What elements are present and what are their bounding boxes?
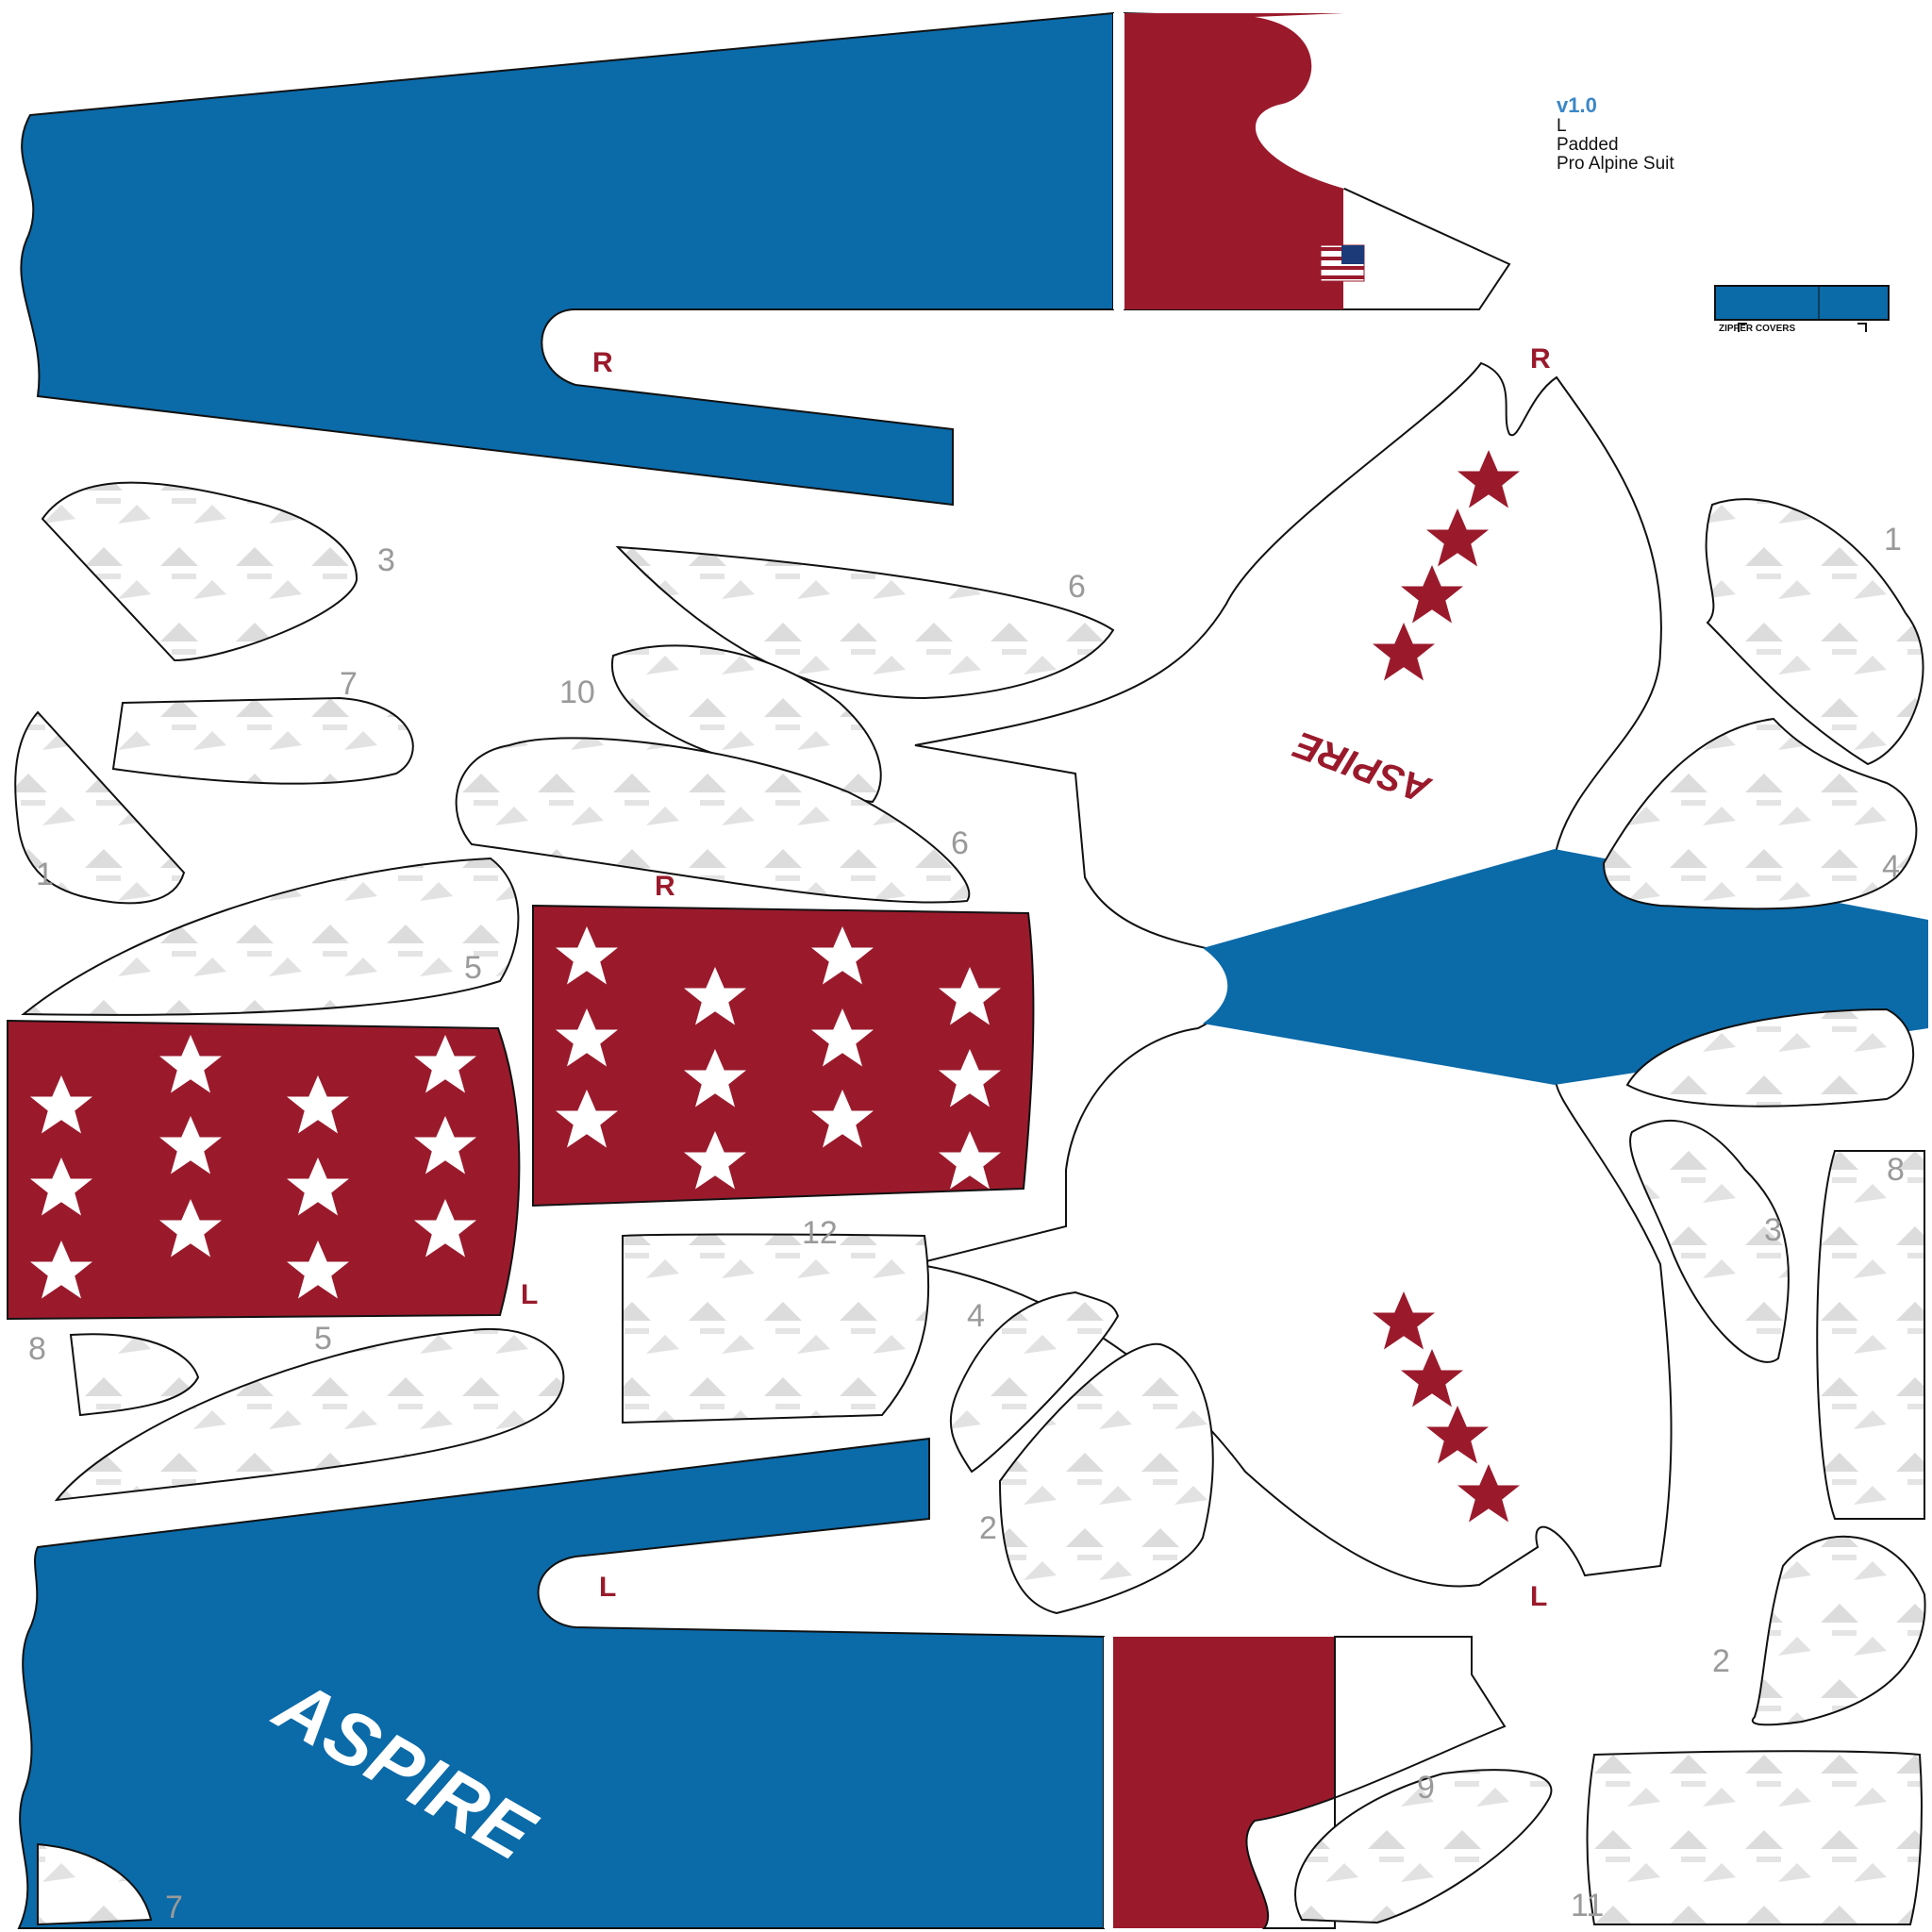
side-mark-stars-right: R [655, 871, 675, 902]
panel-9 [1294, 1769, 1553, 1924]
size-label: L [1557, 116, 1567, 136]
version-label: v1.0 [1557, 93, 1597, 117]
panel-number: 4 [1882, 849, 1900, 885]
star-panel-right [532, 904, 1035, 1208]
side-mark-sleeve-left: L [599, 1572, 617, 1603]
us-flag-icon [1320, 244, 1365, 282]
star-panel-left [7, 1019, 521, 1321]
panel-number: 8 [28, 1331, 46, 1367]
panel-number: 3 [1764, 1212, 1782, 1248]
zipper-covers-label: ZIPPER COVERS [1719, 324, 1796, 334]
side-mark-torso-left: L [1530, 1581, 1548, 1612]
panel-4-right [1602, 717, 1918, 910]
panel-zipper-right [1816, 1150, 1925, 1520]
panel-1-right [1705, 498, 1924, 766]
panel-number: 8 [1887, 1152, 1905, 1188]
panel-8-right [1625, 1008, 1915, 1108]
panel-7-top [111, 696, 414, 785]
panel-number: 10 [559, 675, 595, 710]
panel-5-bottom [54, 1327, 565, 1502]
panel-number: 12 [802, 1215, 838, 1251]
panel-number: 3 [377, 542, 395, 578]
panel-number: 5 [314, 1321, 332, 1357]
panel-number: 1 [36, 857, 54, 892]
padding-label: Padded [1557, 135, 1619, 155]
right-sleeve-panel [20, 11, 1114, 507]
side-mark-sleeve-right: R [592, 347, 613, 378]
panel-1-left [14, 710, 186, 905]
panel-number: 9 [1417, 1770, 1435, 1806]
side-mark-stars-left: L [521, 1279, 539, 1310]
left-sleeve-panel [17, 1437, 1105, 1929]
panel-11 [1586, 1750, 1923, 1925]
panel-6-mid [455, 737, 971, 904]
panel-number: 4 [967, 1298, 985, 1334]
panel-number: 1 [1884, 522, 1902, 558]
side-mark-torso-right: R [1530, 343, 1551, 375]
panel-5-top [21, 857, 520, 1016]
zipper-cover-strip [1714, 285, 1890, 321]
panel-2-center [998, 1342, 1214, 1615]
zipper-arrow-icon [1738, 323, 1867, 332]
panel-10 [610, 644, 882, 804]
product-label: Pro Alpine Suit [1557, 154, 1674, 174]
panel-number: 2 [979, 1510, 997, 1546]
panel-number: 11 [1571, 1888, 1605, 1924]
panel-number: 5 [464, 950, 482, 986]
panel-4-center [949, 1291, 1120, 1474]
panel-number: 2 [1712, 1643, 1730, 1679]
spec-info-block: v1.0 L Padded Pro Alpine Suit [1557, 94, 1674, 174]
panel-number: 7 [340, 666, 358, 702]
panel-2-right [1751, 1535, 1926, 1726]
panel-3-right [1629, 1119, 1790, 1363]
panel-number: 6 [1068, 569, 1086, 605]
panel-8-left [69, 1333, 200, 1417]
panel-3-top [41, 481, 358, 662]
panel-7-bottom [37, 1842, 153, 1926]
panel-12 [622, 1233, 930, 1424]
panel-number: 7 [165, 1890, 183, 1925]
panel-number: 6 [951, 825, 969, 861]
